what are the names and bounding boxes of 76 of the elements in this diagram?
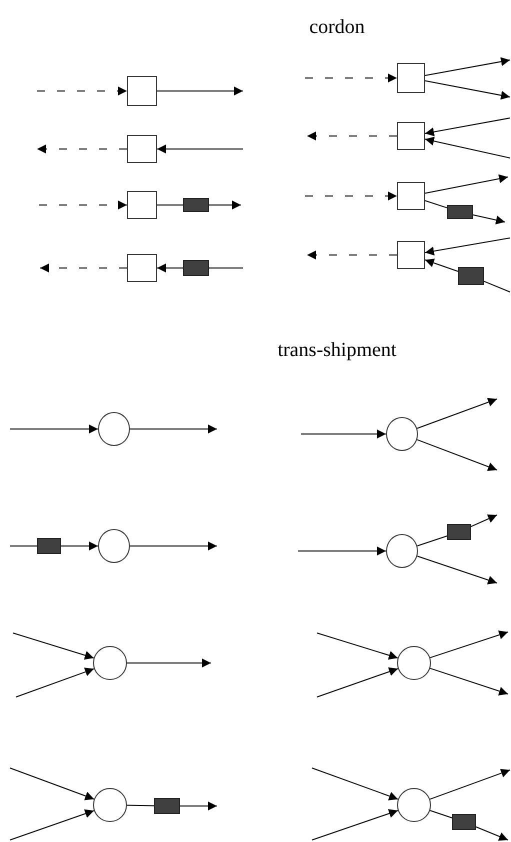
circle-node xyxy=(93,646,127,680)
arrow xyxy=(316,667,398,698)
dashed-arrow xyxy=(306,250,398,260)
connector-line xyxy=(430,810,452,818)
circle-node xyxy=(386,417,418,451)
arrow xyxy=(10,424,98,434)
arrow xyxy=(424,238,510,256)
arrow xyxy=(316,632,398,660)
circle-node xyxy=(386,534,418,568)
dashed-arrow xyxy=(36,144,128,154)
square-node xyxy=(127,135,157,163)
filled-block xyxy=(183,260,209,276)
arrow xyxy=(156,86,244,96)
arrow xyxy=(10,809,94,840)
square-node xyxy=(127,76,157,106)
arrow xyxy=(208,200,242,210)
arrow xyxy=(470,514,498,528)
arrow xyxy=(424,80,510,100)
connector-line xyxy=(416,536,448,546)
connector-line xyxy=(484,280,510,292)
filled-block xyxy=(37,538,61,554)
arrow xyxy=(424,57,510,76)
arrow xyxy=(10,768,95,800)
circle-node xyxy=(98,412,130,446)
filled-block xyxy=(154,798,180,814)
square-node xyxy=(397,63,425,93)
connector-line xyxy=(126,804,154,806)
arrow xyxy=(424,258,458,272)
arrow xyxy=(430,668,508,696)
arrow xyxy=(476,826,508,841)
filled-block xyxy=(183,198,209,212)
dashed-arrow xyxy=(40,264,128,272)
section-heading: cordon xyxy=(309,16,365,39)
arrow xyxy=(156,264,184,272)
arrow xyxy=(130,542,218,550)
filled-block xyxy=(447,205,473,219)
circle-node xyxy=(93,788,127,822)
arrow xyxy=(416,439,498,472)
arrow xyxy=(416,398,498,429)
filled-block xyxy=(452,814,476,830)
arrow xyxy=(424,136,510,158)
square-node xyxy=(397,182,425,210)
dashed-arrow xyxy=(306,132,398,140)
arrow xyxy=(312,768,398,800)
arrow xyxy=(300,430,386,438)
filled-block xyxy=(447,524,471,540)
arrow xyxy=(430,630,508,658)
filled-block xyxy=(458,267,484,285)
dashed-arrow xyxy=(304,74,398,82)
arrow xyxy=(430,768,510,800)
square-node xyxy=(397,122,425,150)
connector-line xyxy=(156,204,184,206)
square-node xyxy=(127,254,157,282)
circle-node xyxy=(397,788,431,822)
dashed-arrow xyxy=(304,192,398,200)
square-node xyxy=(127,191,157,219)
arrow xyxy=(298,546,386,556)
arrow xyxy=(156,144,244,154)
section-heading: trans-shipment xyxy=(278,339,396,362)
arrow xyxy=(60,542,98,550)
arrow xyxy=(472,214,506,224)
arrow xyxy=(416,556,498,584)
circle-node xyxy=(397,646,431,680)
arrow xyxy=(16,668,94,698)
square-node xyxy=(397,241,425,269)
dashed-arrow xyxy=(36,86,128,96)
arrow xyxy=(424,118,510,136)
arrow xyxy=(424,174,508,194)
arrow xyxy=(12,632,94,660)
circle-node xyxy=(98,529,130,563)
arrow xyxy=(126,658,212,668)
arrow xyxy=(180,802,218,810)
arrow xyxy=(312,809,398,840)
arrow xyxy=(130,424,218,434)
connector-line xyxy=(424,200,448,208)
dashed-arrow xyxy=(38,200,128,210)
